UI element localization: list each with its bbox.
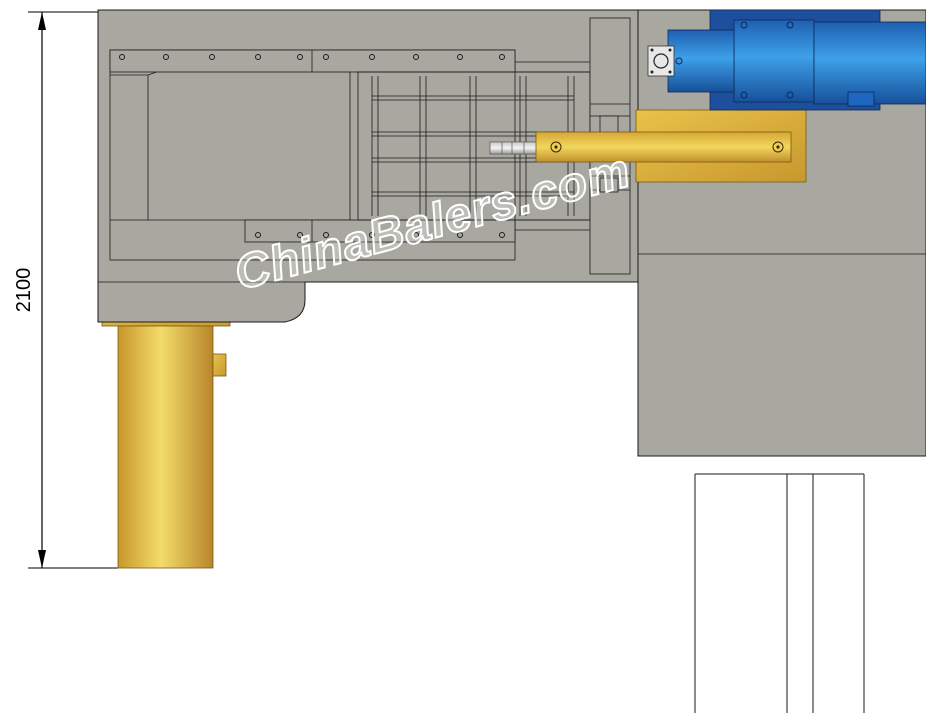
door-lift-cylinder (101, 317, 231, 569)
bolts-bottom (255, 232, 505, 238)
base-support-frame (694, 473, 865, 713)
main-hydraulic-cylinder (489, 109, 807, 183)
bolts-top (119, 54, 505, 60)
baler-frame (97, 9, 639, 323)
electric-motor (709, 9, 926, 111)
dimension-label: 2100 (13, 268, 35, 313)
dimension-2100: 2100 (13, 11, 118, 569)
hydraulic-pump (647, 29, 735, 93)
